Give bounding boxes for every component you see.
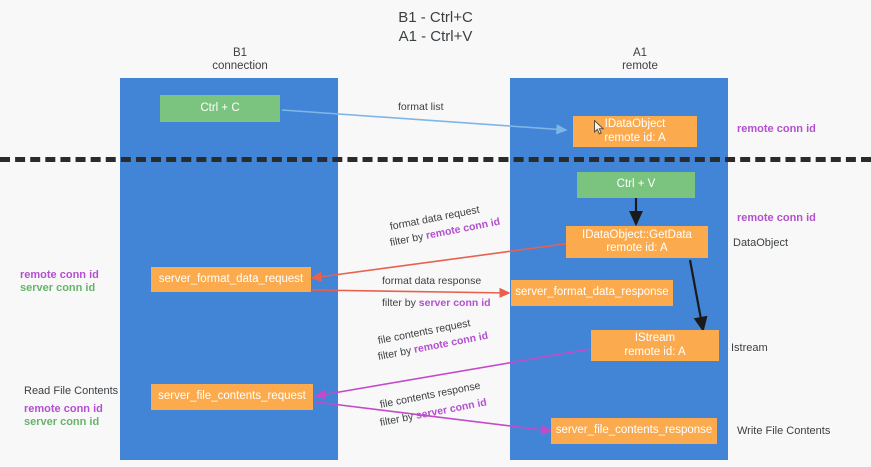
annotation-remote-conn-id-mid: remote conn id	[737, 212, 816, 224]
annotation-istream: Istream	[731, 342, 768, 354]
box-istream[interactable]: IStream remote id: A	[591, 330, 719, 361]
box-idataobject-remote-id: remote id: A	[604, 131, 666, 144]
box-getdata-remote-id: remote id: A	[606, 242, 668, 254]
box-idataobject-label: IDataObject	[604, 118, 666, 130]
box-istream-remote-id: remote id: A	[624, 345, 686, 358]
box-server-format-data-request[interactable]: server_format_data_request	[151, 267, 311, 292]
annotation-left-remote-conn-id-bot: remote conn id	[24, 403, 103, 415]
box-server-format-data-response-label: server_format_data_response	[515, 286, 669, 299]
edge-label-format-data-response: format data response filter by server co…	[382, 274, 491, 310]
box-idataobject-getdata[interactable]: IDataObject::GetData remote id: A	[566, 226, 708, 258]
column-header-b1: B1 connection	[212, 47, 268, 72]
edge-label-format-list: format list	[398, 100, 444, 114]
box-istream-label: IStream	[634, 332, 676, 344]
box-server-file-contents-request-label: server_file_contents_request	[158, 390, 306, 403]
box-ctrl-c[interactable]: Ctrl + C	[160, 95, 280, 122]
annotation-left-server-conn-id-bot: server conn id	[24, 416, 100, 428]
column-header-a1: A1 remote	[622, 47, 658, 72]
box-ctrl-v-label: Ctrl + V	[616, 178, 656, 191]
box-ctrl-c-label: Ctrl + C	[200, 101, 240, 114]
box-server-file-contents-response[interactable]: server_file_contents_response	[551, 418, 717, 444]
edge-label-format-list-text: format list	[398, 101, 444, 113]
edge-label-file-contents-response: file contents response filter by server …	[378, 380, 489, 430]
box-server-format-data-response[interactable]: server_format_data_response	[511, 280, 673, 306]
edge-label-file-contents-request: file contents request filter by remote c…	[377, 317, 490, 364]
phase-divider	[0, 157, 871, 162]
box-server-format-data-request-label: server_format_data_request	[158, 272, 304, 285]
edge-format-data-response-filter: server conn id	[418, 297, 491, 309]
annotation-dataobject: DataObject	[733, 237, 789, 249]
page-title: B1 - Ctrl+C A1 - Ctrl+V	[398, 9, 473, 45]
edge-format-data-response-prefix: filter by	[382, 297, 419, 309]
annotation-left-remote-conn-id-mid: remote conn id	[20, 269, 99, 281]
box-idataobject[interactable]: IDataObject remote id: A	[573, 116, 697, 147]
mouse-cursor-icon	[594, 120, 605, 135]
annotation-left-server-conn-id-mid: server conn id	[20, 282, 96, 294]
annotation-read-file-contents: Read File Contents	[24, 385, 119, 397]
box-server-file-contents-request[interactable]: server_file_contents_request	[151, 384, 313, 410]
annotation-write-file-contents: Write File Contents	[737, 425, 831, 437]
edge-file-contents-response-prefix: filter by	[378, 410, 418, 429]
edge-label-format-data-request: format data request filter by remote con…	[389, 204, 502, 250]
box-getdata-label: IDataObject::GetData	[582, 228, 692, 241]
box-server-file-contents-response-label: server_file_contents_response	[555, 424, 713, 437]
annotation-remote-conn-id-top: remote conn id	[737, 123, 816, 135]
edge-format-data-response-line1: format data response	[382, 275, 482, 287]
box-ctrl-v[interactable]: Ctrl + V	[577, 172, 695, 198]
